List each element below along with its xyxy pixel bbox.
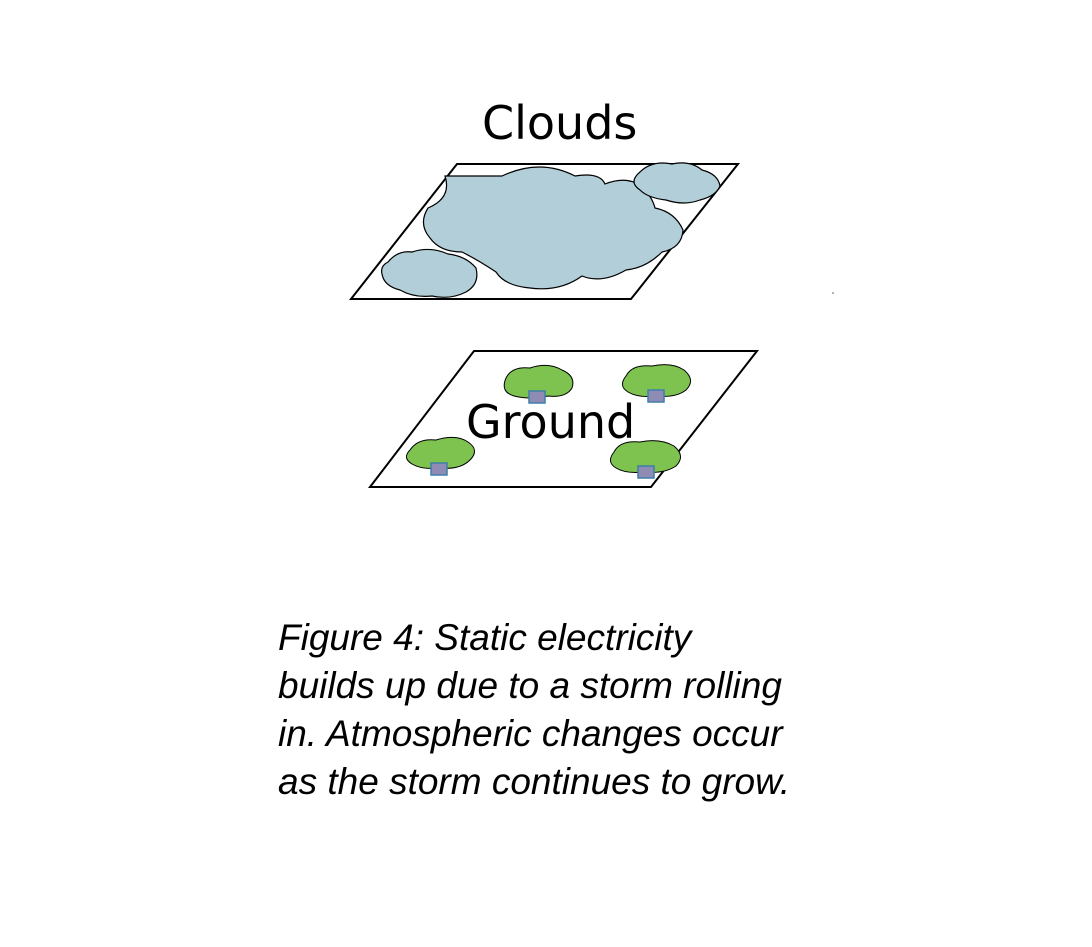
tree-canopy bbox=[622, 364, 691, 397]
caption-line: as the storm continues to grow. bbox=[278, 761, 791, 802]
tree-canopy bbox=[503, 364, 574, 399]
stray-dot bbox=[832, 292, 834, 294]
caption-line: Figure 4: Static electricity bbox=[278, 617, 692, 658]
figure-caption: Figure 4: Static electricity builds up d… bbox=[278, 614, 848, 806]
small-cloud-top bbox=[633, 162, 721, 204]
tree-bottom-left bbox=[406, 436, 475, 476]
clouds-label: Clouds bbox=[482, 96, 638, 150]
tree-canopy bbox=[610, 440, 681, 473]
tree-trunk bbox=[528, 390, 546, 404]
large-cloud bbox=[422, 166, 684, 290]
tree-trunk bbox=[637, 465, 655, 479]
caption-line: in. Atmospheric changes occur bbox=[278, 713, 783, 754]
ground-label: Ground bbox=[466, 395, 636, 449]
caption-line: builds up due to a storm rolling bbox=[278, 665, 782, 706]
tree-top-right bbox=[622, 364, 691, 403]
tree-trunk bbox=[430, 462, 448, 476]
small-cloud-bottom bbox=[381, 248, 478, 298]
tree-bottom-right bbox=[610, 440, 681, 479]
tree-top-left bbox=[503, 364, 574, 404]
tree-trunk bbox=[647, 389, 665, 403]
tree-canopy bbox=[406, 436, 475, 469]
